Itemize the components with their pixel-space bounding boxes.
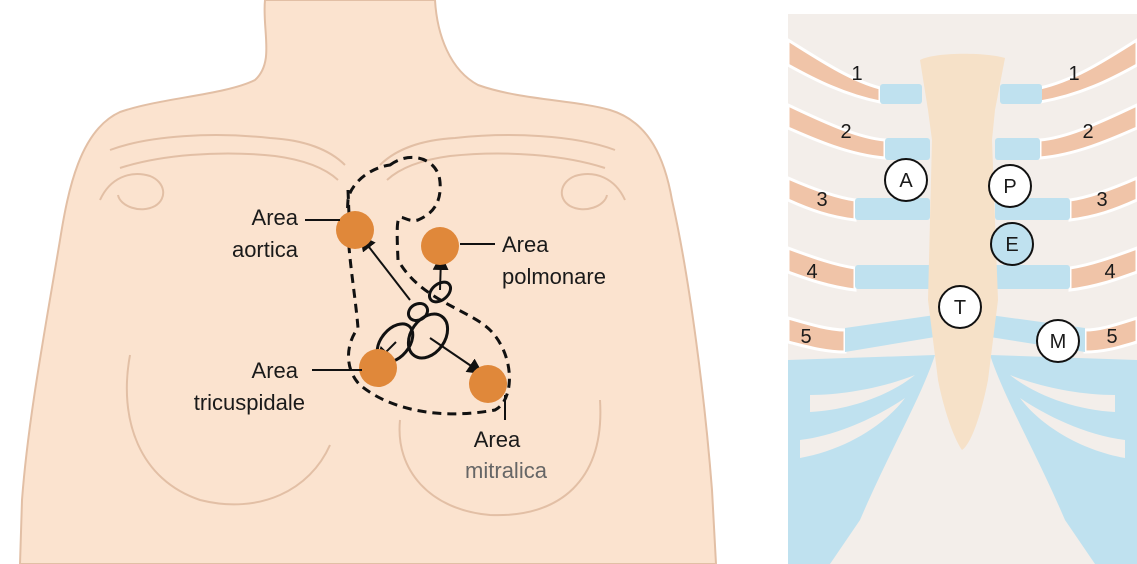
cartilage-right-2 (995, 138, 1040, 160)
label-polmonare-line2: polmonare (502, 264, 606, 289)
point-A-label: A (899, 170, 913, 192)
marker-polmonare (421, 227, 459, 265)
label-mitralica-line2: mitralica (465, 458, 548, 483)
rib-number-right-2: 2 (1082, 121, 1093, 143)
marker-tricuspidale (359, 349, 397, 387)
label-aortica-line2: aortica (232, 237, 299, 262)
rib-number-left-2: 2 (840, 121, 851, 143)
ribcage-panel: 1 2 3 4 5 1 2 3 4 5 A P E T M (788, 14, 1137, 564)
rib-number-left-4: 4 (806, 261, 817, 283)
rib-number-left-1: 1 (851, 63, 862, 85)
rib-number-right-4: 4 (1104, 261, 1115, 283)
marker-aortica (336, 211, 374, 249)
point-T-label: T (954, 297, 966, 319)
label-mitralica-line1: Area (474, 427, 521, 452)
cartilage-left-3 (855, 198, 930, 220)
cartilage-left-4 (855, 265, 935, 289)
torso-skin (20, 0, 716, 564)
label-tricuspidale-line2: tricuspidale (194, 390, 305, 415)
rib-number-right-5: 5 (1106, 326, 1117, 348)
point-P-label: P (1003, 176, 1016, 198)
cartilage-right-4 (990, 265, 1070, 289)
label-tricuspidale-line1: Area (252, 358, 299, 383)
point-E-label: E (1005, 234, 1018, 256)
cartilage-left-2 (885, 138, 930, 160)
rib-number-right-1: 1 (1068, 63, 1079, 85)
rib-number-left-5: 5 (800, 326, 811, 348)
label-polmonare-line1: Area (502, 232, 549, 257)
marker-mitralica (469, 365, 507, 403)
point-M-label: M (1050, 331, 1067, 353)
cartilage-left-1 (880, 84, 922, 104)
torso-illustration (20, 0, 716, 564)
label-aortica-line1: Area (252, 205, 299, 230)
cartilage-right-1 (1000, 84, 1042, 104)
rib-number-left-3: 3 (816, 189, 827, 211)
rib-number-right-3: 3 (1096, 189, 1107, 211)
